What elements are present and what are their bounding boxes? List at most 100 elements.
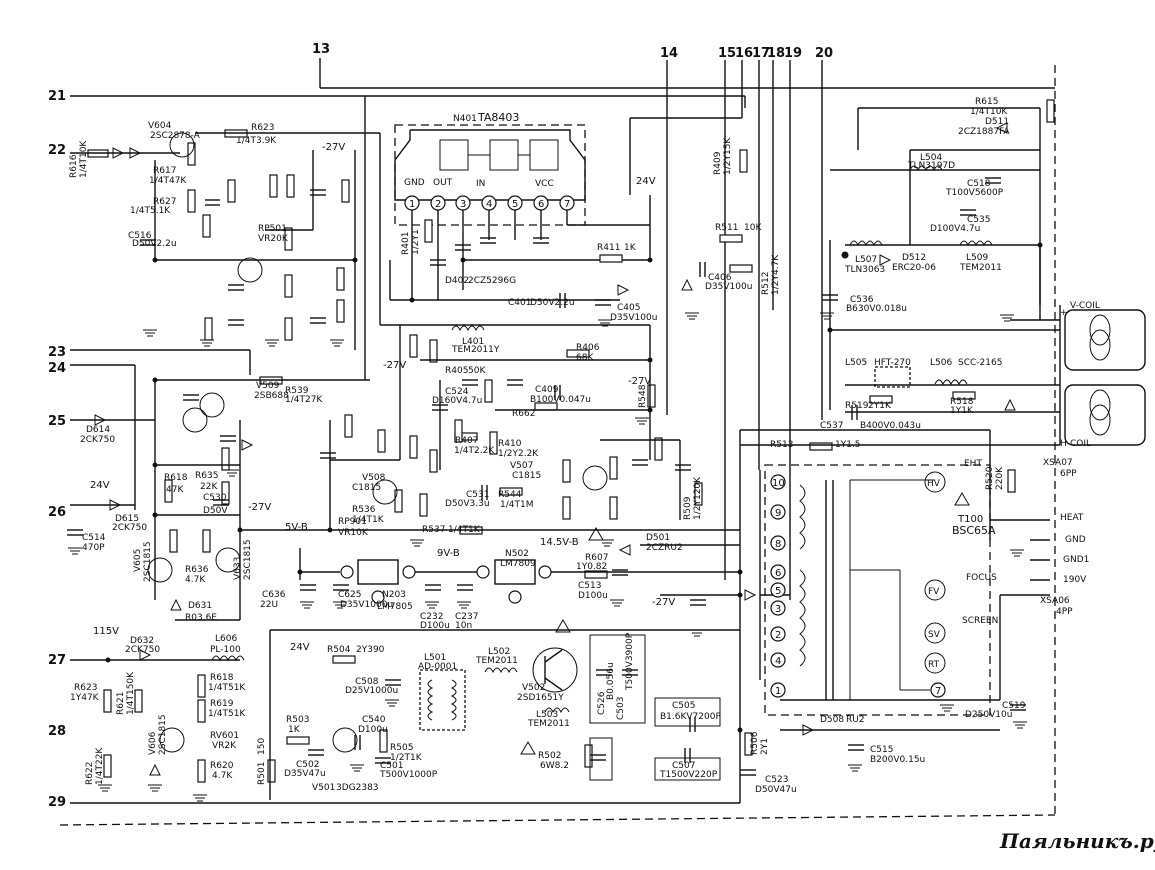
- edge-number-18: 18: [767, 46, 785, 61]
- resistor-value: 1Y1K: [950, 406, 974, 416]
- resistor-value: 4.7K: [185, 575, 206, 585]
- edge-number-23: 23: [48, 345, 66, 360]
- inductor-ref: L504: [920, 153, 942, 163]
- resistor-value: 1/4T51K: [208, 683, 246, 693]
- gnd1-label: GND1: [1063, 555, 1089, 565]
- capacitor-ref: C531: [466, 490, 489, 500]
- connector-pins: + XSA07 6PP XSA06 4PP HEAT GND GND1 190V: [1040, 308, 1089, 617]
- resistor-ref: R627: [153, 197, 176, 207]
- capacitor-value: D160V4.7u: [432, 396, 482, 406]
- flyback-pin-3: 3: [775, 604, 781, 615]
- resistor-value: 1/2T1K: [390, 753, 423, 763]
- capacitor-ref: C519: [1002, 701, 1026, 711]
- edge-labels: 13 14 15 16 17 18 19 20 21 22 23 24 25 2…: [48, 42, 833, 810]
- voltage-label: -27V: [248, 502, 271, 513]
- resistor-value: VR20K: [258, 234, 289, 244]
- ic-n401-pin-4: 4: [486, 199, 492, 210]
- capacitor-ref: C636: [262, 590, 286, 600]
- diode-value: 2CK750: [80, 435, 115, 445]
- resistor-value: 1/2Y2.2K: [498, 449, 539, 459]
- boxed-caps: [589, 634, 721, 781]
- resistor-symbols: [87, 99, 1055, 783]
- edge-number-24: 24: [48, 361, 66, 376]
- transistor-ref: V502: [522, 683, 545, 693]
- transistor-ref: V507: [510, 461, 533, 471]
- resistor-value: 50K: [468, 366, 486, 376]
- resistor-ref: R505: [390, 743, 413, 753]
- capacitor-ref: C508: [355, 677, 379, 687]
- capacitor-ref: C237: [455, 612, 478, 622]
- capacitor-value: D100V4.7u: [930, 224, 980, 234]
- resistor-value: 1/2Y120K: [693, 476, 703, 520]
- resistor-value: 1K: [624, 243, 637, 253]
- ic-n401-ref: N401: [453, 114, 477, 124]
- resistor-ref: R509: [683, 496, 693, 520]
- flyback-pin-5: 5: [775, 586, 781, 597]
- ic-n401-pin-7: 7: [564, 199, 570, 210]
- resistor-value: 1/4T22K: [95, 747, 105, 785]
- resistor-value: 22K: [200, 482, 218, 492]
- flyback-pin-9: 9: [775, 508, 781, 519]
- resistor-ref: R405: [445, 366, 468, 376]
- resistor-ref: R623: [74, 683, 97, 693]
- regulator-n203-ref: N203: [382, 590, 406, 600]
- ic-n401-label-vcc: VCC: [535, 179, 554, 189]
- diode-ref: D402: [445, 276, 469, 286]
- gnd-label: GND: [1065, 535, 1086, 545]
- resistor-ref: R536: [352, 505, 376, 515]
- capacitor-value: D25V1000u: [345, 686, 398, 696]
- transistor-ref: V604: [148, 121, 172, 131]
- resistor-value: 1/4T47K: [149, 176, 187, 186]
- flyback-screen-label: SCREEN: [962, 616, 998, 626]
- deflection-coils: V-COIL H-COIL: [1060, 301, 1146, 449]
- flyback-pin-10: 10: [772, 478, 785, 489]
- diode-ref: D632: [130, 636, 154, 646]
- inductor-value: TLN3197D: [907, 161, 955, 171]
- resistor-ref: R513: [770, 440, 793, 450]
- capacitor-ref: C540: [362, 715, 386, 725]
- resistor-ref: R622: [85, 762, 95, 785]
- resistor-ref: R518: [950, 397, 974, 407]
- flyback-pin-4: 4: [775, 656, 781, 667]
- capacitor-value: D250V10u: [965, 710, 1012, 720]
- resistor-ref: R615: [975, 97, 998, 107]
- transistor-part: 2SC1815: [243, 539, 253, 580]
- capacitor-value: B630V0.018u: [846, 304, 907, 314]
- resistor-value: 1/4T10K: [970, 107, 1008, 117]
- resistor-ref: R616: [69, 154, 79, 178]
- transistor-part: 2SD1651Y: [517, 693, 564, 703]
- diode-ref: D631: [188, 601, 212, 611]
- connector-xsa06-ref: XSA06: [1040, 596, 1070, 606]
- edge-number-13: 13: [312, 42, 330, 57]
- resistor-ref: R537: [422, 525, 445, 535]
- resistor-value: 1/4T3.9K: [236, 136, 277, 146]
- voltage-label: -27V: [652, 597, 675, 608]
- right-wires: [780, 149, 1061, 731]
- resistor-ref: R512: [761, 272, 771, 295]
- capacitor-value: 10n: [455, 621, 472, 631]
- resistor-value: 1/4T5.1K: [130, 206, 171, 216]
- watermark: Паяльникъ.ру: [999, 829, 1155, 853]
- capacitor-ref: C505: [672, 701, 695, 711]
- regulator-n203-part: LM7805: [377, 602, 413, 612]
- resistor-ref: R504: [327, 645, 351, 655]
- resistor-value: 1Y1.5: [835, 440, 861, 450]
- inductor-value: HFT-270: [874, 358, 911, 368]
- diode-value: 2CZRU2: [646, 543, 683, 553]
- capacitor-value: B0.056u: [606, 662, 616, 700]
- resistor-ref: R544: [498, 490, 522, 500]
- resistor-ref: R621: [116, 692, 126, 715]
- ic-n401-part: TA8403: [477, 111, 519, 124]
- resistor-ref: R548: [638, 384, 648, 408]
- capacitor-symbols: [67, 177, 1026, 776]
- transistor-ref: V606: [148, 731, 158, 755]
- transistor-part: 2SC2878-A: [150, 131, 201, 141]
- resistor-value: 47K: [166, 485, 184, 495]
- voltage-label: -27V: [628, 376, 651, 387]
- capacitor-value: B1.6KV7200P: [660, 712, 721, 722]
- capacitor-ref: C405: [617, 303, 640, 313]
- inductor-symbols: [211, 165, 993, 731]
- voltage-labels: -27V 24V -27V -27V 24V -27V 5V-B 9V-B 14…: [90, 142, 675, 653]
- capacitor-value: D35V100u: [610, 313, 657, 323]
- resistor-ref: R401: [401, 232, 411, 255]
